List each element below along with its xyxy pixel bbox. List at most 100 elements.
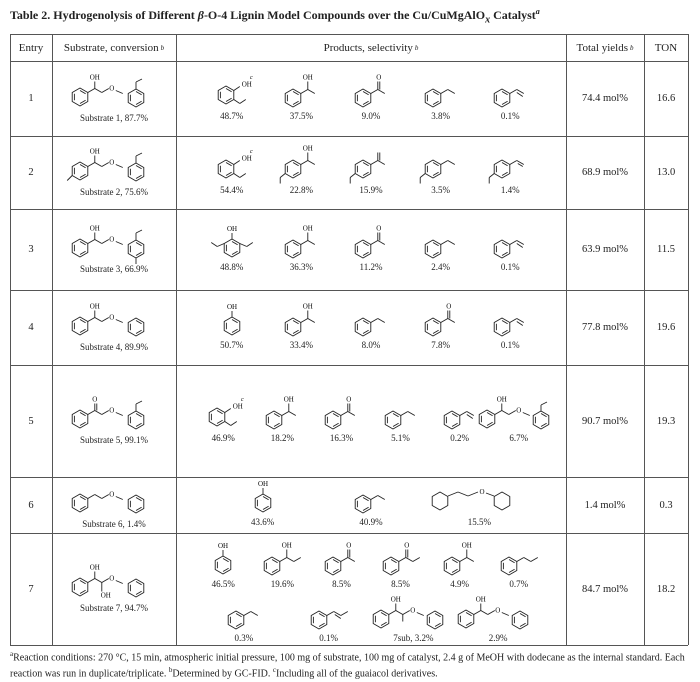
svg-text:O: O xyxy=(376,224,381,232)
column-divider xyxy=(176,34,177,645)
product-selectivity: 18.2% xyxy=(270,433,294,443)
svg-text:O: O xyxy=(109,313,114,321)
substrate-label: Substrate 3, 66.9% xyxy=(80,263,148,274)
svg-text:OH: OH xyxy=(258,480,268,488)
substrate1-structure-icon: OH O xyxy=(478,396,549,430)
entry-number: 5 xyxy=(28,415,34,427)
row-divider xyxy=(10,209,688,210)
acetophenone-structure-icon: O xyxy=(325,542,356,576)
phenol-structure-icon: OH xyxy=(254,480,271,513)
product-item: O 15.5% xyxy=(424,477,534,527)
product-selectivity: 8.0% xyxy=(361,339,381,350)
product-selectivity: 0.2% xyxy=(450,433,469,443)
product-selectivity: 0.1% xyxy=(319,633,338,643)
svg-text:O: O xyxy=(109,84,114,92)
product-item: OH O 6.7% xyxy=(471,393,567,443)
svg-text:OH: OH xyxy=(461,542,471,550)
phenylethanol-structure-icon: OH xyxy=(285,73,316,108)
svg-text:O: O xyxy=(109,158,114,166)
product-selectivity: 3.8% xyxy=(431,110,451,121)
footnote: aReaction conditions: 270 °C, 15 min, at… xyxy=(10,650,685,680)
acetophenone-ome-structure-icon xyxy=(349,152,386,183)
substrate-molecule-icon: OH O xyxy=(71,73,145,108)
propenylbenzene-structure-icon xyxy=(310,610,348,630)
svg-text:OH: OH xyxy=(233,403,243,411)
svg-text:O: O xyxy=(411,607,416,615)
product-selectivity: 36.3% xyxy=(289,261,313,272)
product-selectivity: 46.9% xyxy=(211,433,235,443)
product-item: 3.8% xyxy=(419,71,463,121)
svg-text:O: O xyxy=(446,302,451,310)
header-ton: TON xyxy=(654,41,678,54)
product-selectivity: 16.3% xyxy=(329,433,354,443)
dicyclohexyl-ether-structure-icon: O xyxy=(432,488,511,511)
product-selectivity: 0.1% xyxy=(500,110,520,121)
ton-value: 11.5 xyxy=(657,244,675,255)
ton-value: 16.6 xyxy=(656,93,676,104)
svg-text:O: O xyxy=(495,607,500,615)
product-item: 3.5% xyxy=(417,145,465,195)
entry-number: 7 xyxy=(28,583,34,595)
product-selectivity: 40.9% xyxy=(359,517,383,527)
svg-text:c: c xyxy=(250,75,253,81)
header-divider xyxy=(10,61,688,62)
column-divider xyxy=(644,34,645,645)
product-item: 15.9% xyxy=(347,145,395,195)
substrate-molecule-icon: O xyxy=(71,491,145,514)
product-item: 8.0% xyxy=(349,300,393,350)
product-selectivity: 5.1% xyxy=(391,433,410,443)
row-divider xyxy=(10,365,688,366)
svg-text:OH: OH xyxy=(227,225,237,233)
guaiacol-structure-icon: OHc xyxy=(209,397,244,427)
svg-text:O: O xyxy=(376,73,381,81)
product-selectivity: 15.5% xyxy=(467,517,491,527)
svg-text:OH: OH xyxy=(284,396,294,404)
svg-text:O: O xyxy=(92,396,97,404)
product-item: 0.1% xyxy=(488,222,532,272)
svg-text:O: O xyxy=(480,488,485,496)
substrate-label: Substrate 4, 89.9% xyxy=(80,341,148,352)
ton-value: 0.3 xyxy=(659,499,673,511)
svg-text:OH: OH xyxy=(101,592,111,600)
product-selectivity: 6.7% xyxy=(509,433,529,443)
phenol-structure-icon: OH xyxy=(223,303,240,336)
svg-text:O: O xyxy=(109,235,114,243)
svg-text:OH: OH xyxy=(90,73,100,81)
row-divider xyxy=(10,645,688,646)
phenylethanol-ome-structure-icon: OH xyxy=(280,145,316,183)
column-divider xyxy=(52,34,53,645)
substrate-label: Substrate 7, 94.7% xyxy=(80,603,148,613)
substrate7sub-structure-icon: OHO xyxy=(373,596,444,630)
styrene-ome-structure-icon xyxy=(489,158,525,183)
ethylbenzene-structure-icon xyxy=(424,87,455,108)
total-yield: 63.9 mol% xyxy=(581,244,629,255)
acetophenone-structure-icon: O xyxy=(325,396,356,430)
column-divider xyxy=(566,34,567,645)
product-selectivity: 11.2% xyxy=(359,261,383,272)
phenol-structure-icon: OH xyxy=(215,542,232,575)
total-yield: 84.7 mol% xyxy=(581,583,629,595)
acetophenone-structure-icon: O xyxy=(354,224,386,259)
styrene-structure-icon xyxy=(494,87,525,108)
svg-text:O: O xyxy=(347,396,352,404)
svg-text:OH: OH xyxy=(496,396,506,404)
acetophenone-structure-icon: O xyxy=(424,302,455,337)
svg-text:O: O xyxy=(516,407,521,415)
product-selectivity: 8.5% xyxy=(391,579,410,589)
ethylbenzene-ome-structure-icon xyxy=(419,158,455,183)
product-selectivity: 50.7% xyxy=(220,339,244,350)
svg-text:OH: OH xyxy=(218,542,228,550)
substrate-label: Substrate 5, 99.1% xyxy=(80,435,148,445)
substrate-label: Substrate 6, 1.4% xyxy=(82,519,146,529)
ethylbenzene-structure-icon xyxy=(354,494,386,514)
